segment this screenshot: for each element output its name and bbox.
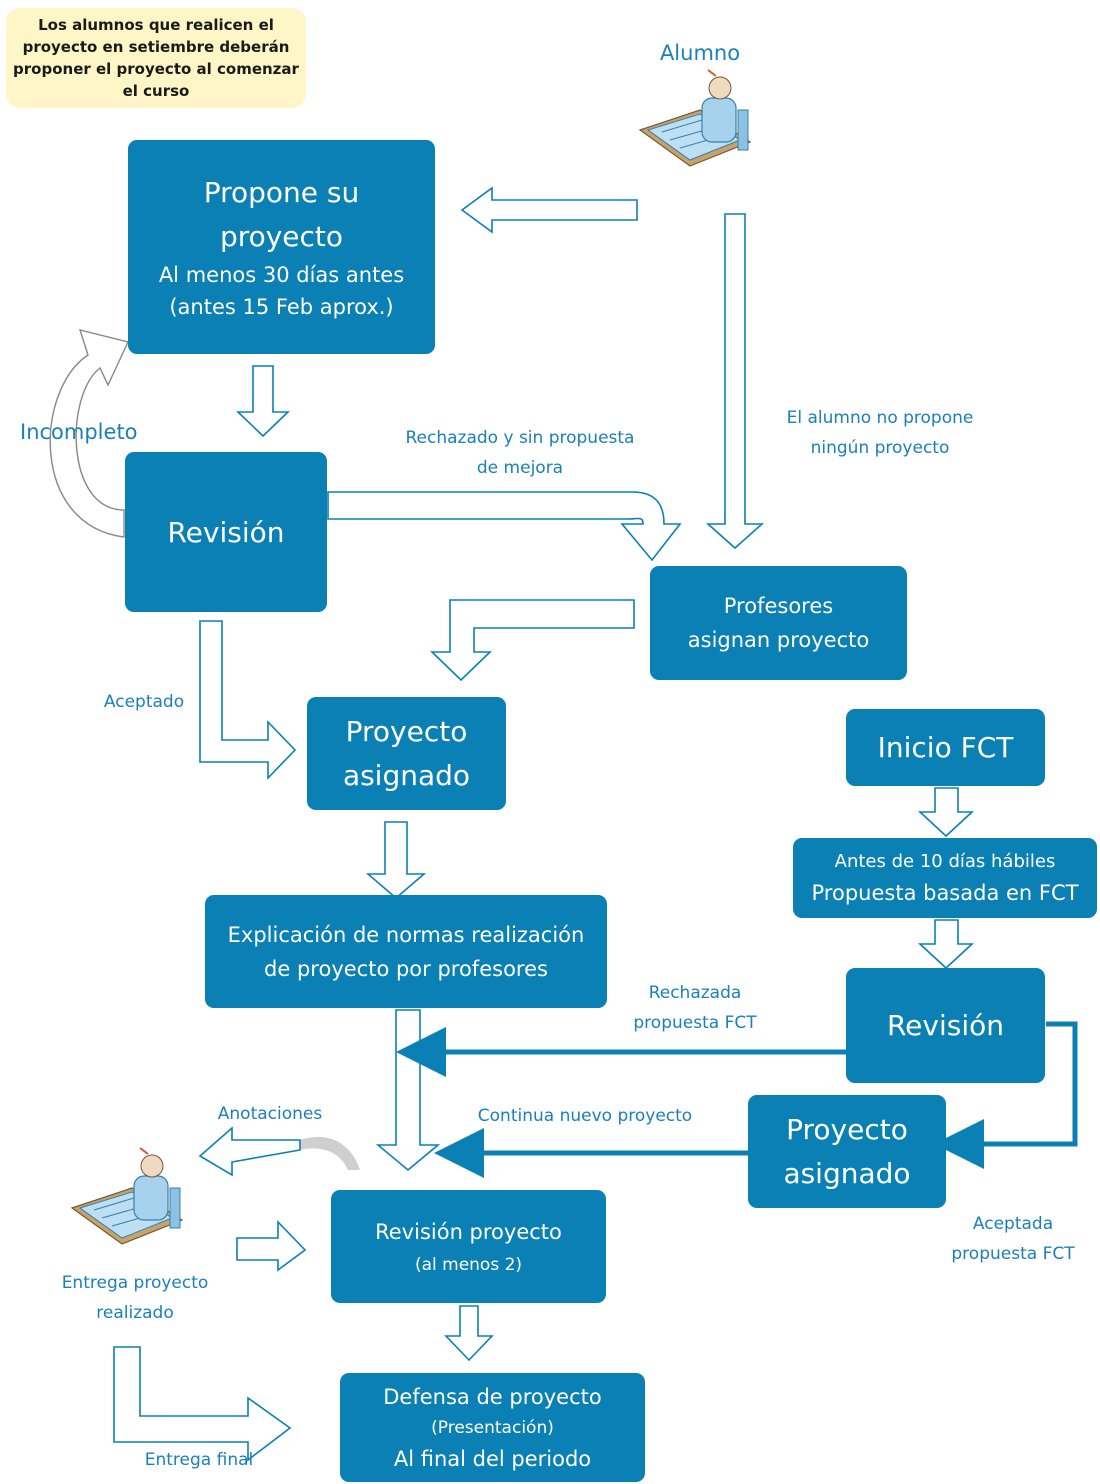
defensa-line2: (Presentación) xyxy=(431,1417,554,1438)
arrow-revision-to-proyecto xyxy=(199,620,297,780)
aceptada-fct-line2: propuesta FCT xyxy=(951,1244,1075,1264)
rechazado-line1: Rechazado y sin propuesta xyxy=(405,428,635,448)
no-propone-line2: ningún proyecto xyxy=(810,438,950,458)
box-revision-fct: Revisión xyxy=(846,968,1045,1083)
propone-line3: Al menos 30 días antes xyxy=(158,263,405,287)
label-no-propone: El alumno no propone ningún proyecto xyxy=(760,403,1000,463)
arrow-aceptada-fct xyxy=(934,1021,1078,1169)
antes10-line2: Propuesta basada en FCT xyxy=(811,881,1079,905)
alumno-label: Alumno xyxy=(659,41,741,65)
entrega-line2: realizado xyxy=(96,1303,174,1323)
rechazada-fct-line2: propuesta FCT xyxy=(633,1013,757,1033)
box-revision-proyecto: Revisión proyecto (al menos 2) xyxy=(331,1190,606,1303)
setiembre-note: Los alumnos que realicen el proyecto en … xyxy=(6,8,306,108)
arrow-revision-to-defensa xyxy=(444,1305,494,1362)
revision-proyecto-line2: (al menos 2) xyxy=(414,1254,523,1275)
profesores-line1: Profesores xyxy=(723,594,834,618)
revision-proyecto-line1: Revisión proyecto xyxy=(375,1219,562,1244)
box-propone-proyecto: Propone su proyecto Al menos 30 días ant… xyxy=(128,140,435,354)
box-revision: Revisión xyxy=(125,452,327,612)
box-explicacion-normas: Explicación de normas realización de pro… xyxy=(205,895,607,1008)
label-aceptada-fct: Aceptada propuesta FCT xyxy=(928,1209,1098,1269)
arrow-entrega-final xyxy=(113,1346,292,1462)
no-propone-line1: El alumno no propone xyxy=(786,408,974,428)
box-profesores-asignan: Profesores asignan proyecto xyxy=(650,566,907,680)
arrow-entrega-to-revision-proyecto xyxy=(236,1220,307,1272)
explicacion-line1: Explicación de normas realización xyxy=(227,922,585,947)
box-antes-10-dias: Antes de 10 días hábiles Propuesta basad… xyxy=(793,838,1097,918)
label-entrega-final: Entrega final xyxy=(144,1450,254,1470)
arrow-profesores-to-proyecto xyxy=(430,599,635,682)
defensa-line3: Al final del periodo xyxy=(393,1446,592,1471)
label-continua: Continua nuevo proyecto xyxy=(477,1106,693,1126)
propone-line1: Propone su xyxy=(203,176,360,209)
proyecto2-line2: asignado xyxy=(783,1156,911,1190)
propone-line4: (antes 15 Feb aprox.) xyxy=(169,295,394,319)
arrow-alumno-to-propone xyxy=(460,186,638,234)
proyecto-line2: asignado xyxy=(342,758,471,792)
defensa-line1: Defensa de proyecto xyxy=(383,1384,602,1409)
revision-fct-label: Revisión xyxy=(886,1009,1005,1042)
arrow-alumno-to-profesores xyxy=(705,213,765,550)
label-rechazado: Rechazado y sin propuesta de mejora xyxy=(370,423,670,483)
arrow-anotaciones xyxy=(198,1126,301,1177)
label-entrega-proyecto: Entrega proyecto realizado xyxy=(40,1268,230,1328)
note-line: proyecto en setiembre deberán xyxy=(22,38,290,56)
arrow-propone-to-revision xyxy=(236,365,290,438)
explicacion-line2: de proyecto por profesores xyxy=(264,956,548,981)
label-aceptado: Aceptado xyxy=(103,692,185,712)
rechazada-fct-line1: Rechazada xyxy=(648,983,742,1003)
label-rechazada-fct: Rechazada propuesta FCT xyxy=(605,978,785,1038)
box-inicio-fct: Inicio FCT xyxy=(846,709,1045,786)
arrow-incompleto-loop xyxy=(49,329,129,538)
student-delivery-icon xyxy=(70,1147,184,1245)
proyecto-line1: Proyecto xyxy=(345,714,468,748)
arrow-antes10-to-revision xyxy=(917,919,975,970)
note-line: Los alumnos que realicen el xyxy=(38,16,274,34)
alumno-icon xyxy=(638,69,752,167)
box-proyecto-asignado: Proyecto asignado xyxy=(307,697,506,810)
inicio-fct-label: Inicio FCT xyxy=(877,731,1014,764)
box-proyecto-asignado-fct: Proyecto asignado xyxy=(748,1095,946,1208)
label-incompleto: Incompleto xyxy=(20,420,138,444)
arrow-proyecto-to-explicacion xyxy=(365,821,427,900)
arrow-explicacion-to-revision-proyecto xyxy=(375,1009,441,1172)
box-defensa-proyecto: Defensa de proyecto (Presentación) Al fi… xyxy=(340,1373,645,1482)
entrega-line1: Entrega proyecto xyxy=(61,1273,209,1293)
aceptada-fct-line1: Aceptada xyxy=(972,1214,1054,1234)
note-line: el curso xyxy=(122,82,190,100)
propone-line2: proyecto xyxy=(219,220,344,253)
arrow-inicio-to-antes10 xyxy=(917,787,975,838)
note-line: proponer el proyecto al comenzar xyxy=(13,60,299,78)
proyecto2-line1: Proyecto xyxy=(786,1112,908,1146)
label-anotaciones: Anotaciones xyxy=(217,1104,323,1124)
arrow-revision-to-profesores xyxy=(327,491,682,562)
rechazado-line2: de mejora xyxy=(476,458,564,478)
anotaciones-shadow xyxy=(300,1136,360,1170)
revision-label: Revisión xyxy=(167,515,285,549)
profesores-line2: asignan proyecto xyxy=(687,628,870,652)
antes10-line1: Antes de 10 días hábiles xyxy=(834,851,1056,872)
